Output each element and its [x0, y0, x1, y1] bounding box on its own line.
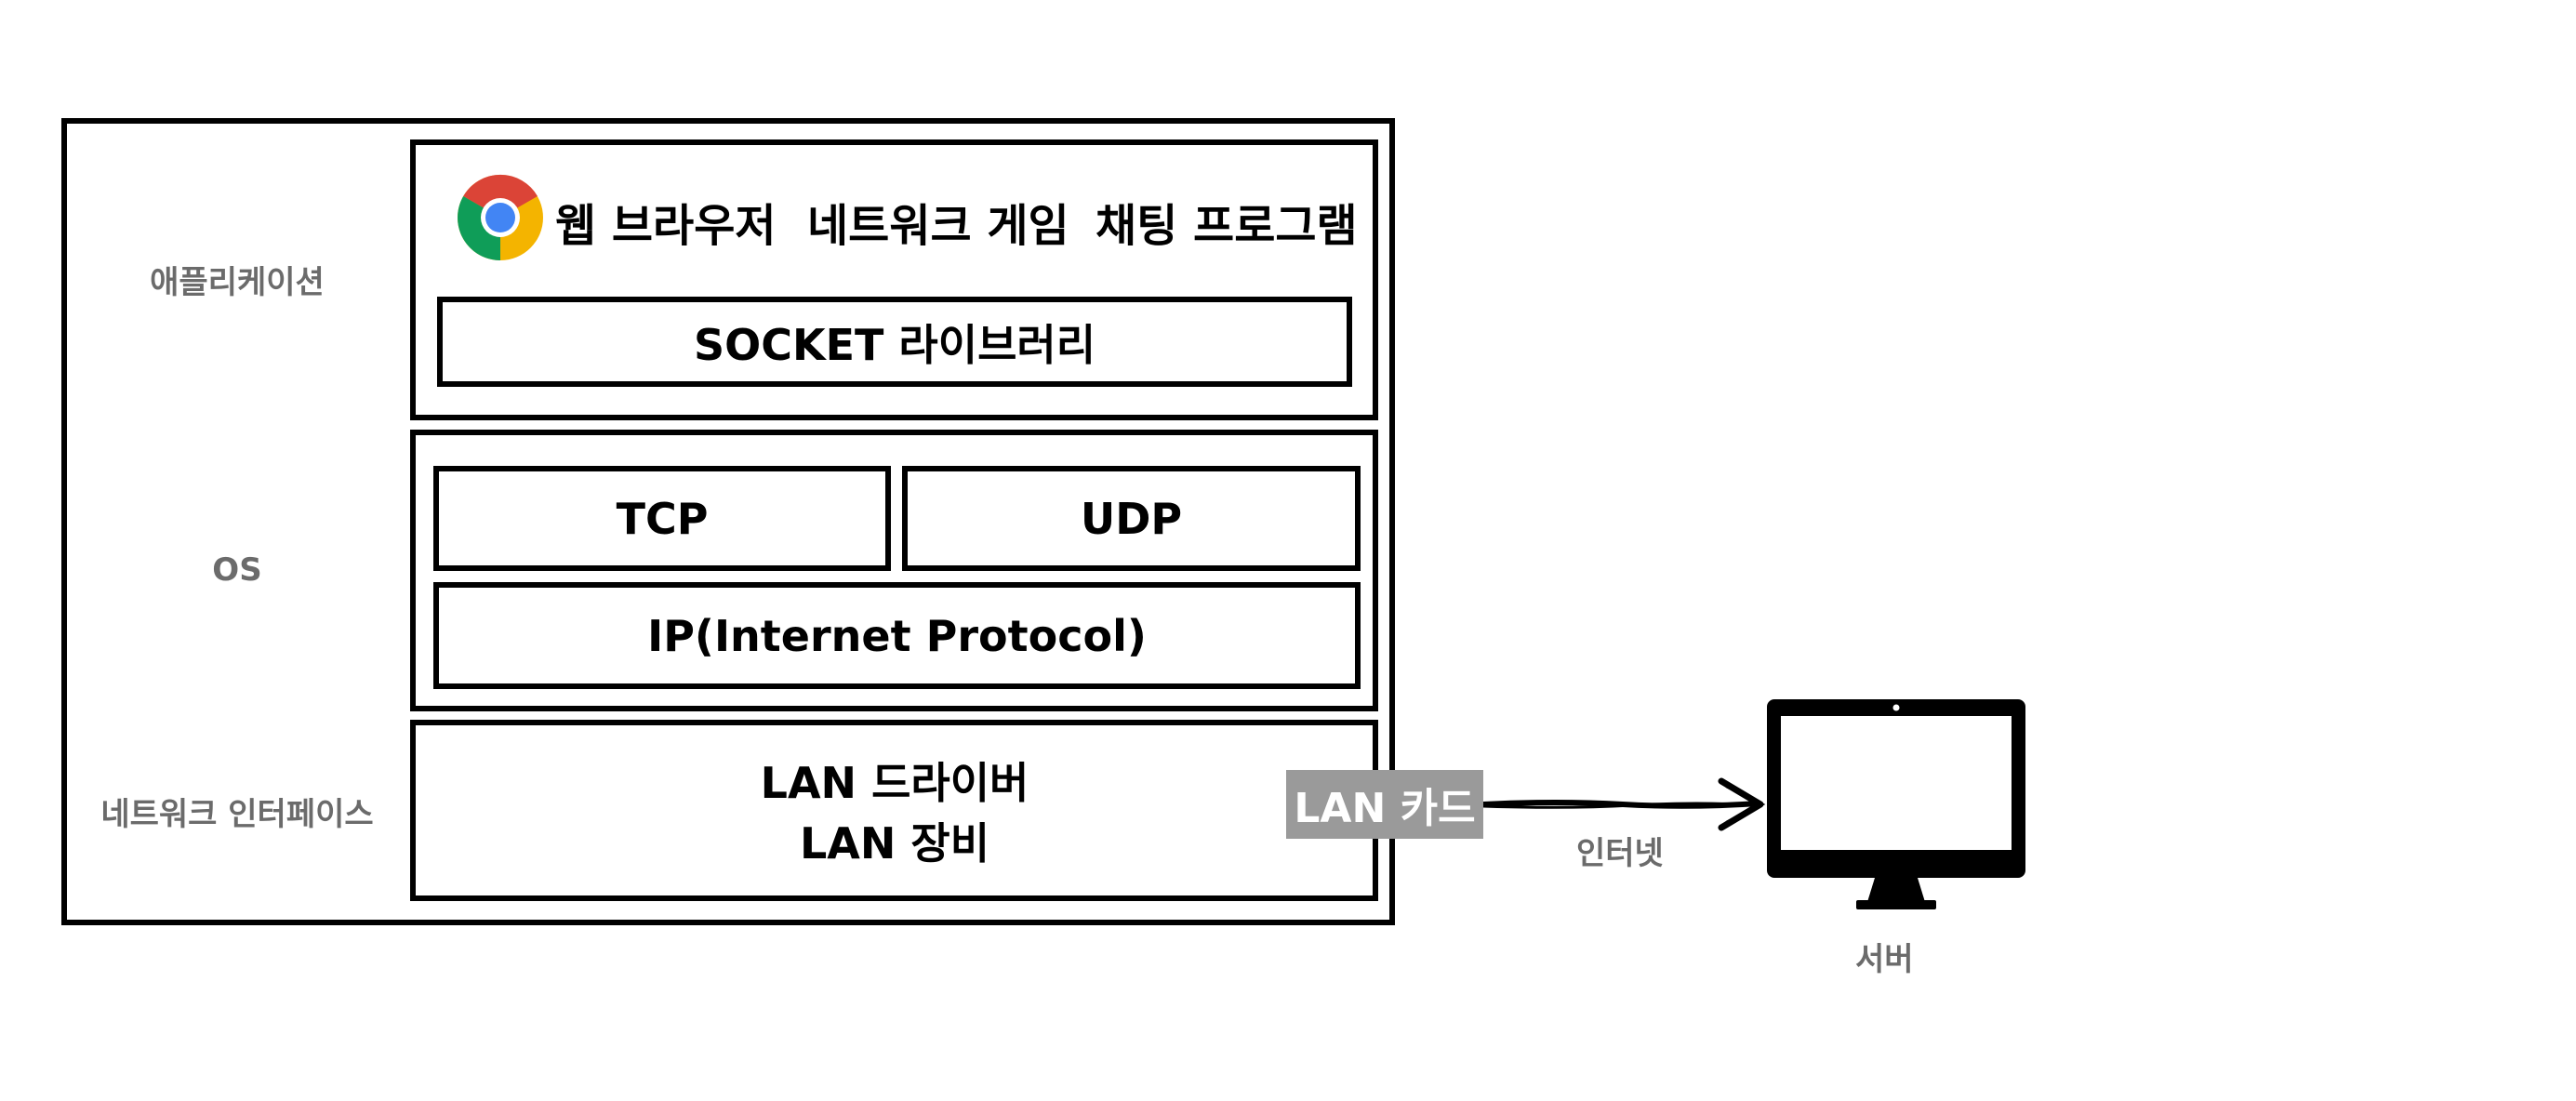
host-box	[61, 118, 1395, 925]
layer-label-os: OS	[212, 551, 262, 589]
lan-device-label: LAN 장비	[799, 818, 990, 869]
chrome-icon	[458, 174, 543, 260]
os-panel	[410, 430, 1378, 711]
lan-card-badge: LAN 카드	[1286, 770, 1483, 839]
udp-label: UDP	[1080, 493, 1183, 544]
server-label: 서버	[1855, 941, 1914, 978]
app-chat-program: 채팅 프로그램	[1095, 200, 1358, 252]
udp-box: UDP	[902, 466, 1361, 571]
app-network-game: 네트워크 게임	[807, 200, 1069, 252]
tcp-box: TCP	[433, 466, 891, 571]
layer-label-network-interface: 네트워크 인터페이스	[100, 796, 374, 833]
socket-library-label: SOCKET 라이브러리	[693, 319, 1096, 370]
layer-label-application: 애플리케이션	[150, 264, 325, 301]
socket-library-box: SOCKET 라이브러리	[437, 297, 1352, 387]
tcp-label: TCP	[616, 493, 709, 544]
app-web-browser: 웹 브라우저	[555, 200, 777, 252]
monitor-icon	[1767, 699, 2025, 909]
internet-label: 인터넷	[1576, 835, 1664, 872]
internet-arrow	[1483, 777, 1766, 831]
lan-driver-label: LAN 드라이버	[760, 758, 1029, 808]
lan-card-label: LAN 카드	[1294, 785, 1476, 832]
application-panel	[410, 139, 1378, 420]
ip-box: IP(Internet Protocol)	[433, 582, 1361, 689]
ip-label: IP(Internet Protocol)	[647, 610, 1147, 661]
